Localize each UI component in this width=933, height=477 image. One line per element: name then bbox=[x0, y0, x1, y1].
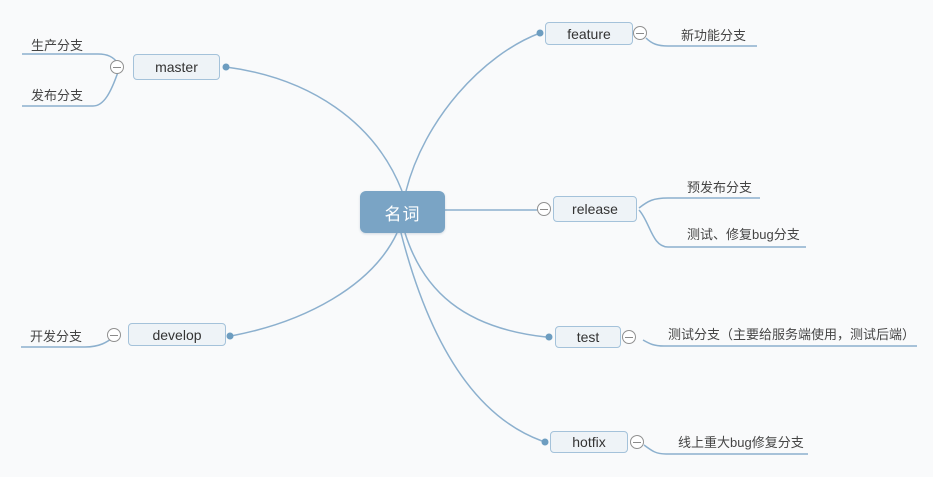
node-test-label: test bbox=[576, 329, 600, 345]
minus-icon bbox=[625, 336, 633, 338]
branch-curve-feature bbox=[405, 32, 541, 192]
node-release[interactable]: release bbox=[553, 196, 637, 222]
collapse-button-hotfix[interactable] bbox=[630, 435, 644, 449]
minus-icon bbox=[633, 441, 641, 443]
node-hotfix-label: hotfix bbox=[572, 434, 606, 450]
node-test[interactable]: test bbox=[555, 326, 621, 348]
collapse-button-master[interactable] bbox=[110, 60, 124, 74]
root-node-label: 名词 bbox=[384, 204, 421, 224]
child-line-production bbox=[22, 53, 119, 64]
child-newfeature-branch[interactable]: 新功能分支 bbox=[681, 28, 747, 43]
branch-curve-hotfix bbox=[400, 232, 543, 442]
minus-icon bbox=[636, 32, 644, 34]
child-development-branch[interactable]: 开发分支 bbox=[30, 329, 83, 344]
collapse-button-feature[interactable] bbox=[633, 26, 647, 40]
minus-icon bbox=[540, 208, 548, 210]
node-develop-label: develop bbox=[152, 326, 202, 343]
collapse-button-release[interactable] bbox=[537, 202, 551, 216]
branch-curve-master bbox=[225, 66, 403, 192]
branch-curve-test bbox=[404, 232, 547, 338]
collapse-button-develop[interactable] bbox=[107, 328, 121, 342]
anchor-dot-develop bbox=[226, 332, 234, 340]
root-node[interactable]: 名词 bbox=[360, 191, 445, 233]
child-line-prerelease bbox=[638, 197, 760, 209]
anchor-dot-hotfix bbox=[541, 438, 549, 446]
node-feature-label: feature bbox=[567, 25, 611, 42]
child-test-branch[interactable]: 测试分支（主要给服务端使用，测试后端） bbox=[668, 327, 916, 342]
node-feature[interactable]: feature bbox=[545, 22, 633, 45]
child-hotfix-branch[interactable]: 线上重大bug修复分支 bbox=[678, 435, 804, 450]
minus-icon bbox=[113, 66, 121, 68]
child-fixbug-branch[interactable]: 测试、修复bug分支 bbox=[687, 227, 800, 242]
child-production-branch[interactable]: 生产分支 bbox=[31, 38, 84, 53]
node-master-label: master bbox=[155, 59, 198, 75]
node-master[interactable]: master bbox=[133, 54, 220, 80]
child-publish-branch[interactable]: 发布分支 bbox=[31, 88, 84, 103]
anchor-dot-master bbox=[222, 63, 230, 71]
branch-curve-develop bbox=[230, 232, 398, 337]
node-hotfix[interactable]: hotfix bbox=[550, 431, 628, 453]
minus-icon bbox=[110, 334, 118, 336]
node-develop[interactable]: develop bbox=[128, 323, 226, 346]
collapse-button-test[interactable] bbox=[622, 330, 636, 344]
node-release-label: release bbox=[572, 201, 618, 217]
child-prerelease-branch[interactable]: 预发布分支 bbox=[687, 180, 753, 195]
anchor-dot-feature bbox=[536, 29, 544, 37]
anchor-dot-test bbox=[545, 333, 553, 341]
